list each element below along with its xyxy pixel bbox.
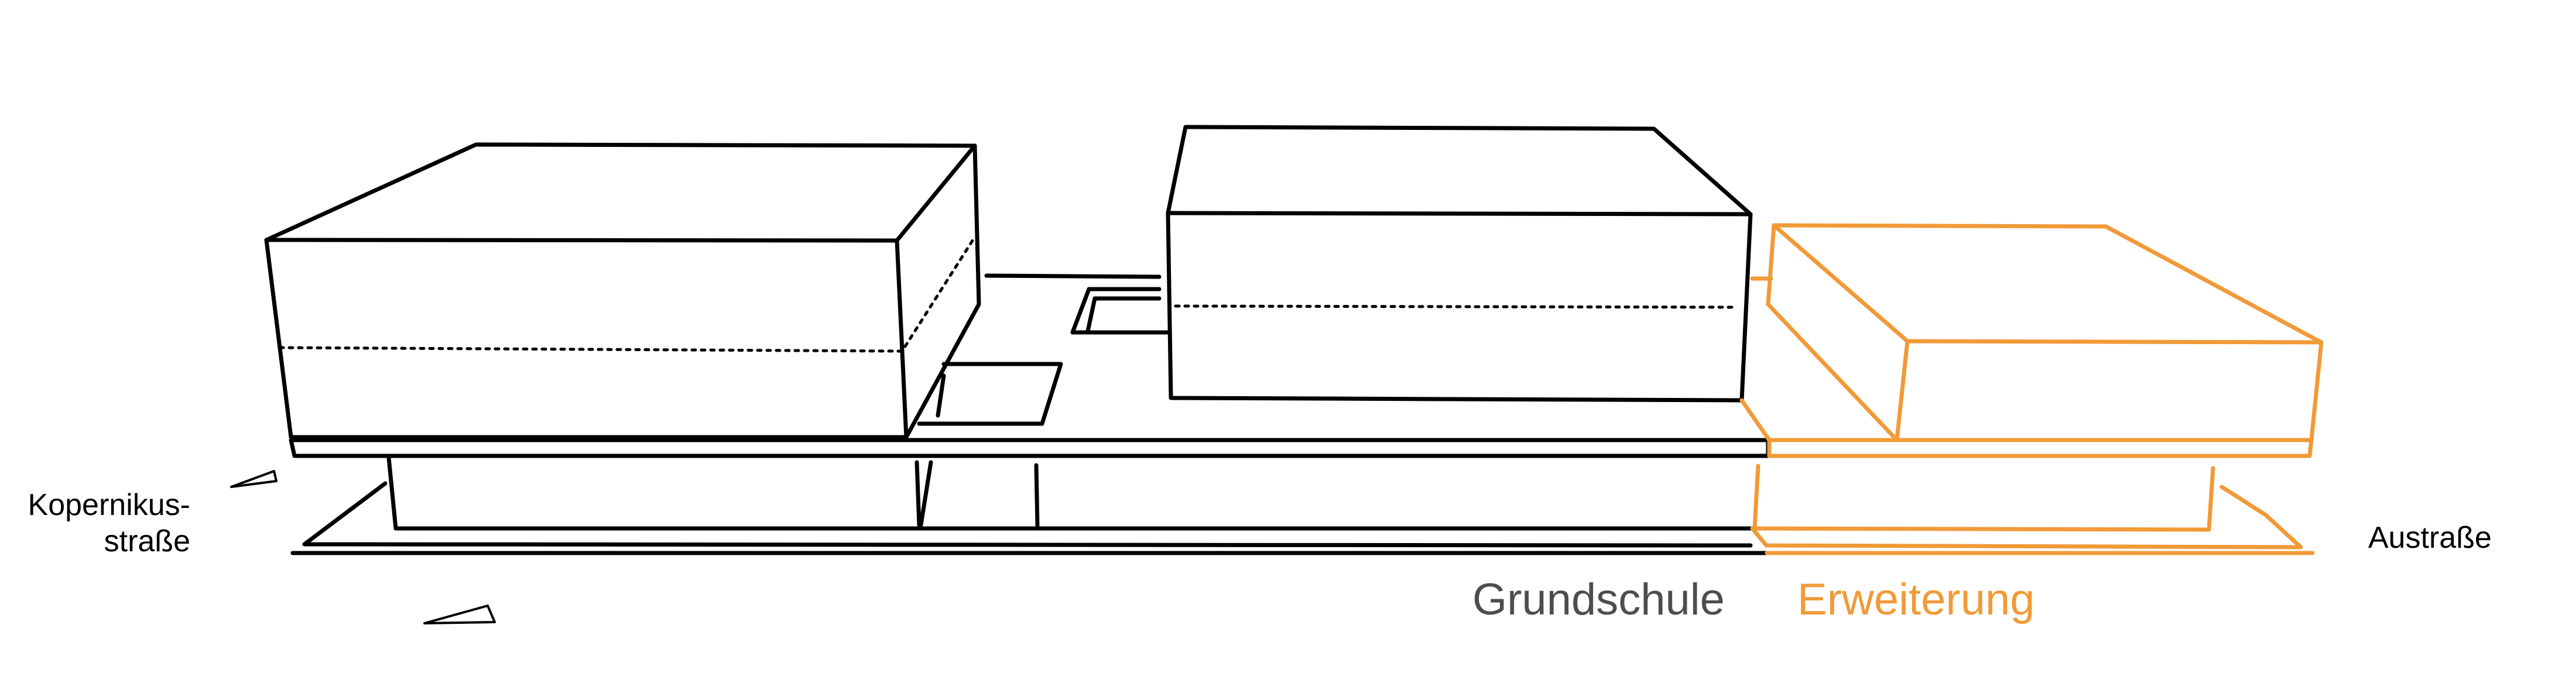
extension-ground-plane bbox=[1750, 513, 2315, 555]
extension-platform bbox=[1739, 398, 2314, 458]
connector-bracket-inner bbox=[1085, 296, 1162, 334]
entrance-canopy bbox=[917, 362, 1063, 426]
ground-floor-post-3 bbox=[1034, 463, 1040, 528]
canopy-outline bbox=[917, 362, 1063, 426]
ground-floor-post-2 bbox=[919, 460, 933, 527]
right-block bbox=[1166, 125, 1753, 403]
extension-block bbox=[1750, 223, 2324, 442]
canopy-post bbox=[936, 373, 946, 418]
left-block-front-face bbox=[264, 238, 909, 439]
platform-slab bbox=[289, 438, 1770, 458]
label-existing-building: Grundschule bbox=[1472, 575, 1725, 624]
extension-ground-floor-right bbox=[2219, 485, 2268, 517]
left-block bbox=[264, 142, 981, 439]
left-block-floor-line bbox=[278, 346, 902, 353]
ground-floor-outline bbox=[386, 455, 1753, 531]
existing-school bbox=[264, 125, 1773, 555]
ground-plane-outline bbox=[302, 481, 1753, 548]
left-block-side-floor-line bbox=[903, 235, 977, 348]
left-block-side-face bbox=[904, 143, 981, 439]
extension-platform-slab bbox=[1767, 438, 2314, 458]
extension-ground-floor bbox=[1752, 463, 2268, 532]
arrow-marker-icon bbox=[230, 470, 278, 488]
ground-floor bbox=[386, 455, 1753, 531]
platform bbox=[289, 438, 1770, 458]
orientation-markers bbox=[230, 470, 496, 624]
ground-floor-post-1 bbox=[914, 460, 922, 527]
street-label-left-line1: Kopernikus- bbox=[28, 488, 190, 522]
extension bbox=[1739, 223, 2324, 555]
extension-front-face bbox=[1895, 339, 2324, 442]
street-label-left-line2: straße bbox=[104, 524, 190, 558]
extension-platform-link bbox=[1739, 398, 1772, 442]
left-block-roof bbox=[264, 142, 977, 243]
arrow-marker-icon bbox=[423, 605, 496, 624]
extension-ground-plane-outline bbox=[1750, 513, 2303, 550]
extension-side-face bbox=[1766, 223, 1899, 442]
label-extension: Erweiterung bbox=[1797, 575, 2035, 624]
right-block-roof bbox=[1166, 125, 1753, 217]
connector-bracket bbox=[1070, 287, 1170, 335]
extension-roof bbox=[1772, 223, 2324, 345]
extension-ground-floor-outline bbox=[1752, 463, 2215, 532]
connector bbox=[984, 273, 1170, 335]
street-label-right: Austraße bbox=[2368, 521, 2492, 555]
ground-plane bbox=[290, 481, 1773, 555]
connector-roof-line bbox=[984, 273, 1162, 279]
right-block-floor-line bbox=[1174, 304, 1738, 309]
